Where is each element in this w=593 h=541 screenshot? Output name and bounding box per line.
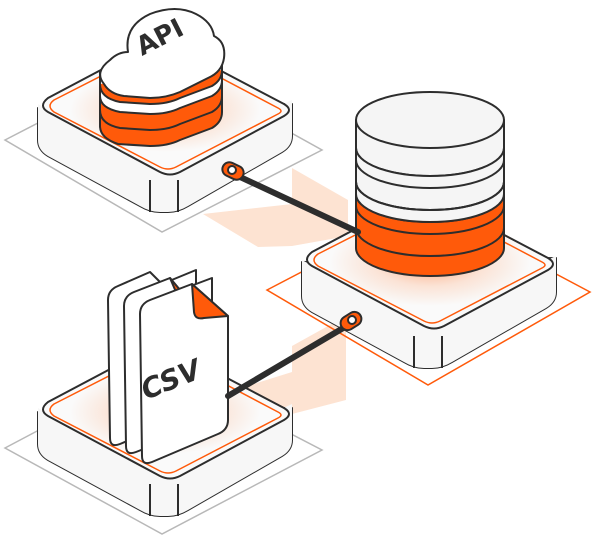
cloud-api-icon: API	[99, 8, 226, 147]
database-top-face	[355, 91, 505, 149]
csv-page-front	[139, 283, 229, 465]
connector-api-db	[235, 173, 361, 235]
flow-chevron-top	[203, 168, 348, 247]
connector-db-plug	[339, 310, 363, 332]
csv-files-icon: CSV	[107, 269, 229, 465]
connector-csv-db	[225, 321, 353, 399]
database-icon	[355, 91, 505, 277]
connector-api-plug	[221, 161, 245, 181]
csv-page-fold	[191, 283, 229, 320]
connectors	[221, 161, 363, 399]
cloud-api-top	[99, 8, 226, 99]
